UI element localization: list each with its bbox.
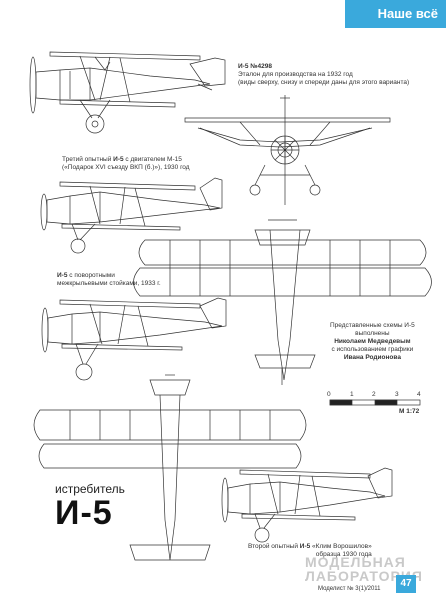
- caption-rotating-line2: межкрыльевыми стойками, 1933 г.: [57, 280, 161, 287]
- caption-third-line2: («Подарок XVI съезду ВКП (б.)»), 1930 го…: [62, 164, 190, 171]
- page-number: 47: [396, 575, 416, 593]
- scale-tick-3: 3: [395, 391, 399, 398]
- bottom-view: [33, 374, 307, 561]
- watermark-logo: МОДЕЛЬНАЯ ЛАБОРАТОРИЯ: [305, 555, 423, 583]
- caption-rotating-bold: И-5: [57, 272, 68, 279]
- caption-rotating-struts: И-5 с поворотными межкрыльевыми стойками…: [57, 272, 161, 288]
- watermark-line2: ЛАБОРАТОРИЯ: [305, 568, 423, 584]
- side-view-3: [41, 297, 227, 381]
- aircraft-type-label: истребитель: [55, 482, 125, 496]
- caption-etalon-title: И-5 №4298: [238, 63, 272, 70]
- watermark-line1: МОДЕЛЬНАЯ: [305, 554, 406, 570]
- side-view-2: [40, 177, 223, 254]
- caption-third-pre: Третий опытный: [62, 156, 114, 163]
- scale-tick-4: 4: [417, 391, 421, 398]
- caption-third-post: с двигателем М-15: [123, 156, 182, 163]
- caption-etalon-line2: (виды сверху, снизу и спереди даны для э…: [238, 79, 410, 86]
- credits-name2: Ивана Родионова: [343, 354, 401, 361]
- caption-voroshilov-bold: И-5: [299, 543, 311, 550]
- credits-line1: Представленные схемы И-5: [330, 322, 415, 329]
- caption-third-bold: И-5: [113, 156, 124, 163]
- credits-line2: выполнены: [355, 330, 390, 337]
- credits-line3: с использованием графики: [331, 346, 414, 353]
- section-header-bar: Наше всё: [345, 0, 446, 28]
- caption-third-prototype: Третий опытный И-5 с двигателем М-15 («П…: [62, 156, 190, 172]
- credits-name1: Николаем Медведевым: [334, 338, 411, 345]
- scale-bar: [329, 399, 421, 406]
- section-title: Наше всё: [377, 6, 438, 21]
- scale-tick-0: 0: [327, 391, 331, 398]
- scale-ratio: М 1:72: [399, 408, 420, 415]
- top-view: [133, 219, 432, 385]
- side-view-4: [221, 467, 393, 543]
- footer-issue: Моделист № 3(1)/2011: [318, 586, 381, 592]
- side-view-1: [29, 51, 226, 134]
- scale-tick-1: 1: [350, 391, 354, 398]
- credits-block: Представленные схемы И-5 выполнены Никол…: [330, 322, 415, 362]
- caption-rotating-post: с поворотными: [67, 272, 115, 279]
- caption-voroshilov-post: «Клим Ворошилов»: [310, 543, 372, 550]
- caption-voroshilov: Второй опытный И-5 «Клим Ворошилов» обра…: [248, 543, 372, 559]
- aircraft-model-title: И-5: [55, 494, 113, 532]
- caption-voroshilov-pre: Второй опытный: [248, 543, 300, 550]
- caption-etalon-line1: Эталон для производства на 1932 год: [238, 71, 353, 78]
- caption-etalon: И-5 №4298 Эталон для производства на 193…: [238, 63, 409, 87]
- scale-tick-2: 2: [372, 391, 376, 398]
- front-view: [184, 95, 391, 205]
- caption-voroshilov-line2: образца 1930 года: [315, 551, 372, 558]
